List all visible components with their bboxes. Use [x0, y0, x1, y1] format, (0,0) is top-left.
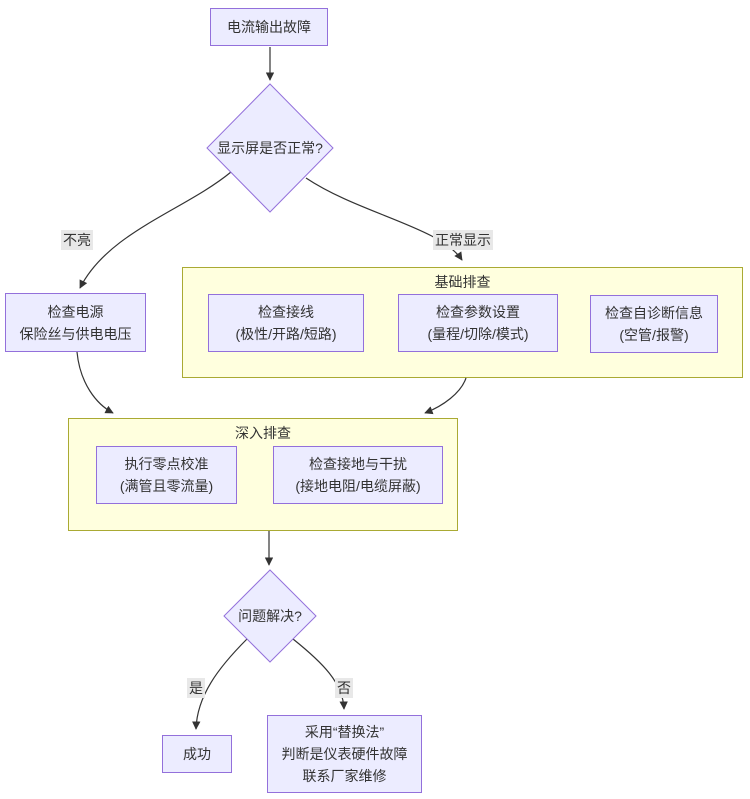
node-check-power-supply: 检查电源 保险丝与供电电压 [5, 293, 146, 352]
node-label-line: (极性/开路/短路) [235, 326, 337, 342]
node-label-line: 检查接线 [258, 304, 314, 320]
subgraph-deep-title: 深入排查 [235, 425, 291, 441]
node-label-line: 判断是仪表硬件故障 [281, 746, 408, 762]
edge-label-no: 否 [335, 678, 353, 698]
edge-label-yes: 是 [187, 678, 205, 698]
node-zero-calibration: 执行零点校准 (满管且零流量) [96, 446, 237, 504]
node-label-line: 保险丝与供电电压 [19, 325, 132, 342]
node-label-line: (满管且零流量) [119, 478, 214, 494]
node-replacement-method: 采用“替换法” 判断是仪表硬件故障 联系厂家维修 [267, 715, 422, 793]
node-check-self-diagnosis: 检查自诊断信息 (空管/报警) [590, 295, 718, 353]
solved-decision-label: 问题解决? [238, 608, 302, 624]
node-label-line: (接地电阻/电缆屏蔽) [295, 478, 421, 494]
node-label: 电流输出故障 [227, 19, 311, 35]
subgraph-basic-title: 基础排查 [434, 274, 491, 290]
node-check-grounding-interference: 检查接地与干扰 (接地电阻/电缆屏蔽) [273, 446, 443, 504]
node-label-line: 采用“替换法” [304, 724, 385, 740]
node-label-line: 检查参数设置 [436, 304, 520, 320]
node-success: 成功 [162, 735, 232, 773]
node-label: 成功 [183, 746, 211, 762]
node-label-line: 检查自诊断信息 [605, 305, 703, 321]
display-decision-label: 显示屏是否正常? [217, 140, 323, 156]
node-label-line: 检查电源 [47, 303, 104, 320]
node-check-parameter-settings: 检查参数设置 (量程/切除/模式) [398, 294, 558, 352]
node-check-wiring: 检查接线 (极性/开路/短路) [208, 294, 364, 352]
edge-label-normal-display: 正常显示 [433, 230, 493, 250]
node-label-line: 联系厂家维修 [302, 768, 387, 784]
edge-label-not-lit: 不亮 [61, 230, 93, 250]
node-label-line: (空管/报警) [619, 327, 689, 343]
node-label-line: 执行零点校准 [124, 456, 209, 472]
edge-basic-subgraph-to-deep-subgraph [424, 377, 467, 415]
edge-check-power-to-deep-subgraph [76, 351, 114, 414]
node-label-line: 检查接地与干扰 [309, 456, 407, 472]
node-label-line: (量程/切除/模式) [427, 326, 529, 342]
edge-solved-decision-to-replace [292, 638, 348, 710]
node-current-output-fault: 电流输出故障 [210, 8, 328, 46]
